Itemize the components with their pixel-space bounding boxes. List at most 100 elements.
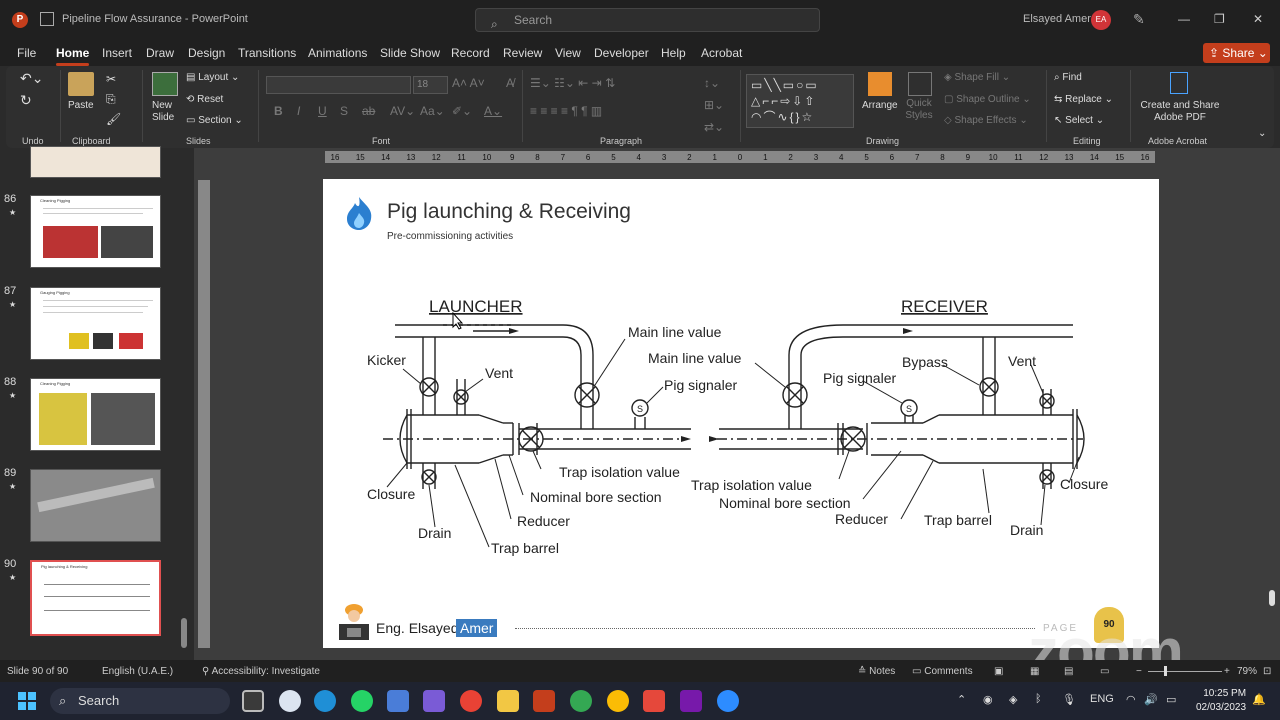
- adobe-pdf-icon[interactable]: [1170, 72, 1188, 94]
- shapes-gallery[interactable]: ▭╲╲▭○▭△⌐⌐⇨⇩⇧◠⌒∿{}☆: [746, 74, 854, 128]
- fit-slide-icon[interactable]: ⊡: [1263, 666, 1272, 677]
- tray-app-icon[interactable]: ◈: [1009, 694, 1018, 706]
- font-color-icon[interactable]: A⌄: [484, 104, 503, 118]
- scroll-thumb[interactable]: [181, 618, 187, 648]
- chrome-profile-icon[interactable]: [570, 690, 592, 712]
- tab-file[interactable]: File: [17, 46, 37, 60]
- accessibility-button[interactable]: ⚲ Accessibility: Investigate: [202, 666, 320, 677]
- battery-icon[interactable]: ▭: [1166, 694, 1177, 706]
- avatar[interactable]: EA: [1091, 10, 1111, 30]
- slide-title[interactable]: Pig launching & Receiving: [387, 200, 631, 223]
- shape-outline-button[interactable]: ▢ Shape Outline ⌄: [944, 94, 1031, 105]
- onenote-icon[interactable]: [680, 690, 702, 712]
- highlight-icon[interactable]: ✐⌄: [452, 104, 473, 118]
- slide-thumbnail[interactable]: Gauging Pigging: [30, 287, 161, 360]
- thumbnail-scrollbar[interactable]: [180, 152, 188, 652]
- tab-insert[interactable]: Insert: [102, 46, 133, 60]
- change-case-icon[interactable]: Aa⌄: [420, 104, 445, 118]
- slide-thumbnail[interactable]: [30, 469, 161, 542]
- zoom-slider-thumb[interactable]: [1164, 666, 1167, 676]
- app-icon[interactable]: [643, 690, 665, 712]
- close-button[interactable]: ✕: [1253, 12, 1264, 26]
- text-direction-icon[interactable]: ↕⌄⊞⌄⇄⌄: [704, 76, 725, 134]
- increase-font-icon[interactable]: A˄ A˅: [452, 76, 485, 90]
- layout-button[interactable]: ▤ Layout ⌄: [186, 72, 240, 83]
- clear-format-icon[interactable]: A̸: [506, 76, 515, 90]
- reading-view-icon[interactable]: ▤: [1064, 666, 1074, 677]
- zoom-out-icon[interactable]: −: [1136, 666, 1142, 677]
- bold-icon[interactable]: B: [274, 104, 283, 118]
- collapse-ribbon-icon[interactable]: ⌄: [1258, 128, 1267, 139]
- tab-slide-show[interactable]: Slide Show: [380, 46, 441, 60]
- italic-icon[interactable]: I: [297, 104, 301, 118]
- paste-button[interactable]: Paste: [68, 100, 94, 111]
- scroll-thumb[interactable]: [1269, 590, 1275, 606]
- strikethrough-icon[interactable]: ab: [362, 104, 376, 118]
- arrange-button[interactable]: Arrange: [862, 100, 898, 111]
- arrange-icon[interactable]: [868, 72, 892, 96]
- slide-thumbnail[interactable]: Cleaning Pigging: [30, 195, 161, 268]
- zoom-slider[interactable]: [1148, 671, 1222, 672]
- windows-start-icon[interactable]: [18, 692, 36, 710]
- zoom-level[interactable]: 79%: [1237, 666, 1258, 677]
- slide-thumbnail-selected[interactable]: Pig launching & Receiving: [30, 560, 161, 636]
- normal-view-icon[interactable]: ▣: [994, 666, 1004, 677]
- tab-draw[interactable]: Draw: [146, 46, 175, 60]
- chrome-profile-icon[interactable]: [607, 690, 629, 712]
- tab-transitions[interactable]: Transitions: [238, 46, 297, 60]
- copy-icon[interactable]: ⎘: [106, 92, 116, 106]
- notification-icon[interactable]: 🔔: [1252, 694, 1266, 706]
- volume-icon[interactable]: 🔊: [1144, 694, 1158, 706]
- new-slide-icon[interactable]: [152, 72, 178, 96]
- font-family-select[interactable]: [266, 76, 411, 94]
- tray-app-icon[interactable]: ◉: [983, 694, 993, 706]
- replace-button[interactable]: ⇆ Replace ⌄: [1054, 94, 1114, 105]
- tab-animations[interactable]: Animations: [308, 46, 368, 60]
- comments-button[interactable]: ▭ Comments: [912, 666, 973, 677]
- chrome-icon[interactable]: [460, 690, 482, 712]
- microphone-icon[interactable]: 🎙: [1062, 694, 1076, 706]
- whatsapp-icon[interactable]: [351, 690, 373, 712]
- undo-icon[interactable]: ↶⌄: [20, 70, 44, 86]
- create-share-pdf-button[interactable]: Create and Share Adobe PDF: [1140, 100, 1220, 123]
- underline-icon[interactable]: U: [318, 104, 327, 118]
- align-icons[interactable]: ≡ ≡ ≡ ≡ ¶ ¶ ▥: [530, 104, 603, 118]
- store-icon[interactable]: [387, 690, 409, 712]
- format-painter-icon[interactable]: 🖌: [106, 112, 122, 126]
- search-box[interactable]: ⌕ Search: [475, 8, 820, 32]
- slideshow-view-icon[interactable]: ▭: [1100, 666, 1110, 677]
- tab-view[interactable]: View: [555, 46, 581, 60]
- edge-icon[interactable]: [314, 690, 336, 712]
- new-slide-button[interactable]: New Slide: [152, 100, 175, 123]
- tab-review[interactable]: Review: [503, 46, 543, 60]
- zoom-in-icon[interactable]: +: [1224, 666, 1230, 677]
- cut-icon[interactable]: ✂: [106, 72, 117, 86]
- tab-developer[interactable]: Developer: [594, 46, 649, 60]
- notes-button[interactable]: ≙ Notes: [858, 666, 895, 677]
- font-size-select[interactable]: 18: [413, 76, 448, 94]
- tab-acrobat[interactable]: Acrobat: [701, 46, 743, 60]
- section-button[interactable]: ▭ Section ⌄: [186, 115, 243, 126]
- shape-effects-button[interactable]: ◇ Shape Effects ⌄: [944, 115, 1028, 126]
- char-spacing-icon[interactable]: AV⌄: [390, 104, 416, 118]
- shapes-icons[interactable]: ▭╲╲▭○▭△⌐⌐⇨⇩⇧◠⌒∿{}☆: [751, 78, 819, 124]
- taskbar-search[interactable]: ⌕ Search: [50, 688, 230, 714]
- editor-scrollbar[interactable]: [1268, 152, 1276, 652]
- weather-icon[interactable]: [279, 690, 301, 712]
- restore-button[interactable]: ❐: [1214, 12, 1225, 26]
- tab-design[interactable]: Design: [188, 46, 226, 60]
- pen-icon[interactable]: ✎: [1133, 11, 1145, 27]
- zoom-app-icon[interactable]: [717, 690, 739, 712]
- save-icon[interactable]: [40, 12, 54, 26]
- tab-home[interactable]: Home: [56, 46, 90, 66]
- file-explorer-icon[interactable]: [497, 690, 519, 712]
- tab-record[interactable]: Record: [451, 46, 490, 60]
- tab-help[interactable]: Help: [661, 46, 686, 60]
- slide-subtitle[interactable]: Pre-commissioning activities: [387, 231, 514, 242]
- powerpoint-taskbar-icon[interactable]: [533, 690, 555, 712]
- minimize-button[interactable]: —: [1178, 12, 1190, 26]
- sorter-view-icon[interactable]: ▦: [1030, 666, 1040, 677]
- slide-thumbnail[interactable]: Cleaning Pigging: [30, 378, 161, 451]
- bluetooth-icon[interactable]: ᛒ: [1035, 693, 1042, 705]
- wifi-icon[interactable]: ◠: [1126, 694, 1136, 706]
